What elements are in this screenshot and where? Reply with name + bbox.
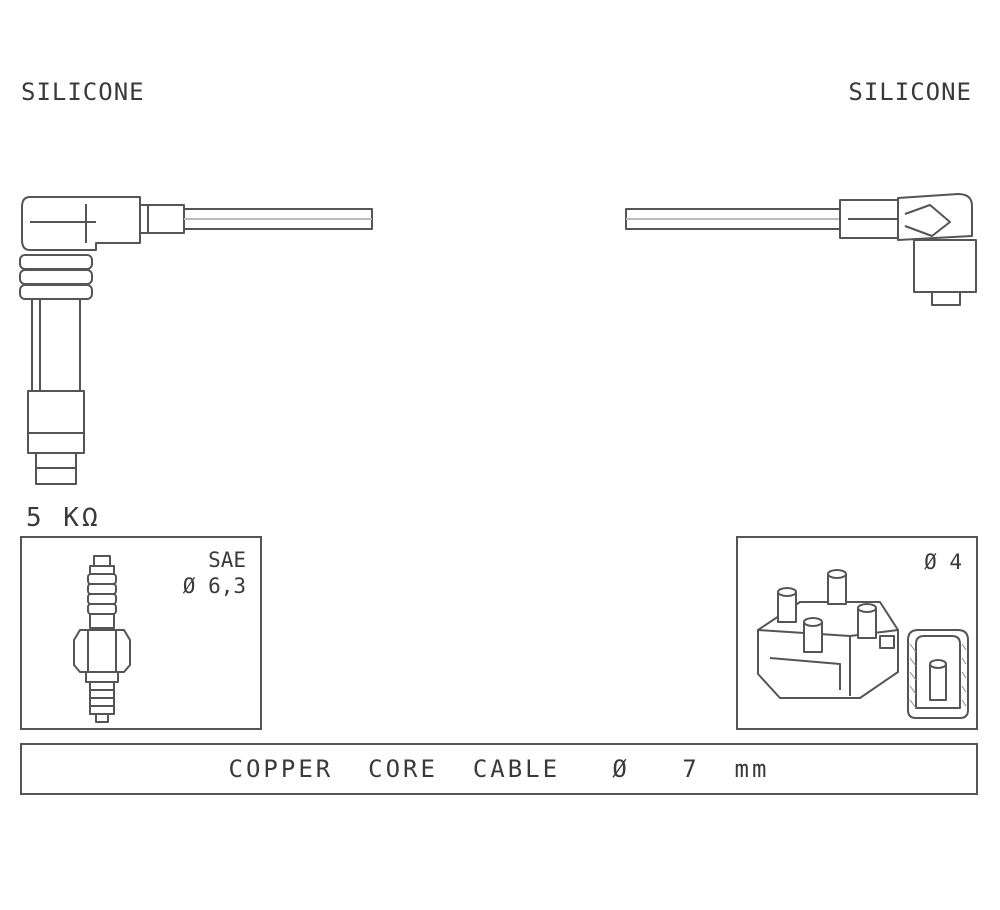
cable-spec-label: COPPER CORE CABLE Ø 7 mm: [228, 755, 770, 783]
terminal-standard-label: SAE: [208, 548, 246, 572]
right-material-label: SILICONE: [848, 78, 972, 106]
resistance-value: 5 KΩ: [26, 503, 101, 533]
terminal-diameter-label: Ø 4: [924, 550, 962, 574]
ignition-coil-icon: [757, 569, 969, 719]
ignition-cable-drawing: [0, 0, 1000, 500]
left-material-label: SILICONE: [21, 78, 145, 106]
cable-spec-bar: COPPER CORE CABLE Ø 7 mm: [20, 743, 978, 795]
spark-plug-terminal-box: SAE Ø 6,3: [20, 536, 262, 730]
ignition-coil-terminal-box: Ø 4: [736, 536, 978, 730]
spark-plug-icon: [73, 555, 131, 723]
spark-plug-boot-icon: [20, 197, 184, 484]
coil-boot-icon: [840, 194, 976, 305]
terminal-diameter-label: Ø 6,3: [182, 574, 246, 598]
